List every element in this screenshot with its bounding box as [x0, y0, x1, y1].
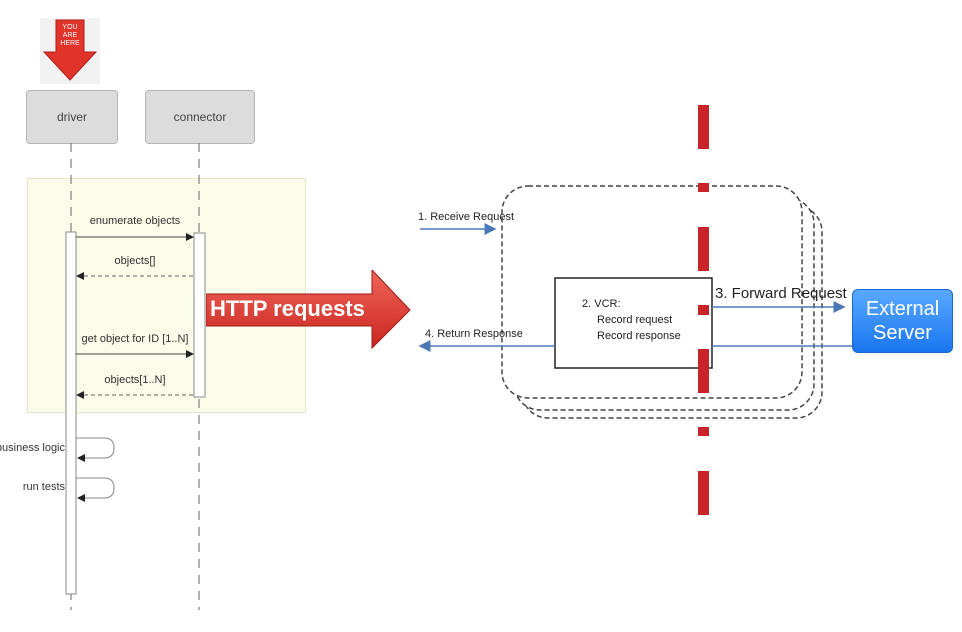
- big-right-arrow-icon: [205, 268, 411, 350]
- external-server-line1: External: [865, 298, 940, 320]
- vcr-title-label: 2. VCR:: [582, 298, 621, 310]
- vcr-box: [554, 277, 713, 369]
- vcr-lines: [418, 105, 852, 515]
- connector-participant: connector: [145, 90, 255, 144]
- objects-label: objects[]: [114, 255, 156, 267]
- external-server-box: External Server: [852, 289, 953, 353]
- enumerate-objects-label: enumerate objects: [89, 215, 181, 227]
- network-boundary-line: [698, 105, 709, 515]
- get-object-label: get object for ID [1..N]: [81, 333, 189, 345]
- record-request-label: Record request: [597, 314, 673, 326]
- run-tests-label: run tests: [22, 481, 65, 493]
- http-requests-arrow: HTTP requests: [205, 268, 412, 350]
- sequence-lines: [65, 143, 206, 610]
- record-response-label: Record response: [597, 330, 681, 342]
- business-logic-label: business logic: [0, 442, 65, 454]
- driver-activation-bar: [65, 231, 77, 595]
- connector-activation-bar: [193, 232, 206, 398]
- you-label: YOU: [62, 24, 78, 31]
- are-label: ARE: [62, 32, 78, 39]
- http-requests-label: HTTP requests: [210, 296, 365, 321]
- you-are-here-marker: YOU ARE HERE: [40, 18, 100, 84]
- driver-participant: driver: [26, 90, 118, 144]
- forward-request-label: 3. Forward Request: [715, 285, 847, 302]
- external-server-line2: Server: [873, 322, 932, 344]
- run-tests-self-arrow: [76, 477, 115, 502]
- receive-request-label: 1. Receive Request: [418, 211, 514, 223]
- return-response-label: 4. Return Response: [425, 328, 523, 340]
- objects-n-label: objects[1..N]: [104, 374, 166, 386]
- here-label: HERE: [60, 40, 80, 47]
- business-logic-self-arrow: [76, 437, 115, 462]
- red-down-arrow-icon: [40, 18, 100, 84]
